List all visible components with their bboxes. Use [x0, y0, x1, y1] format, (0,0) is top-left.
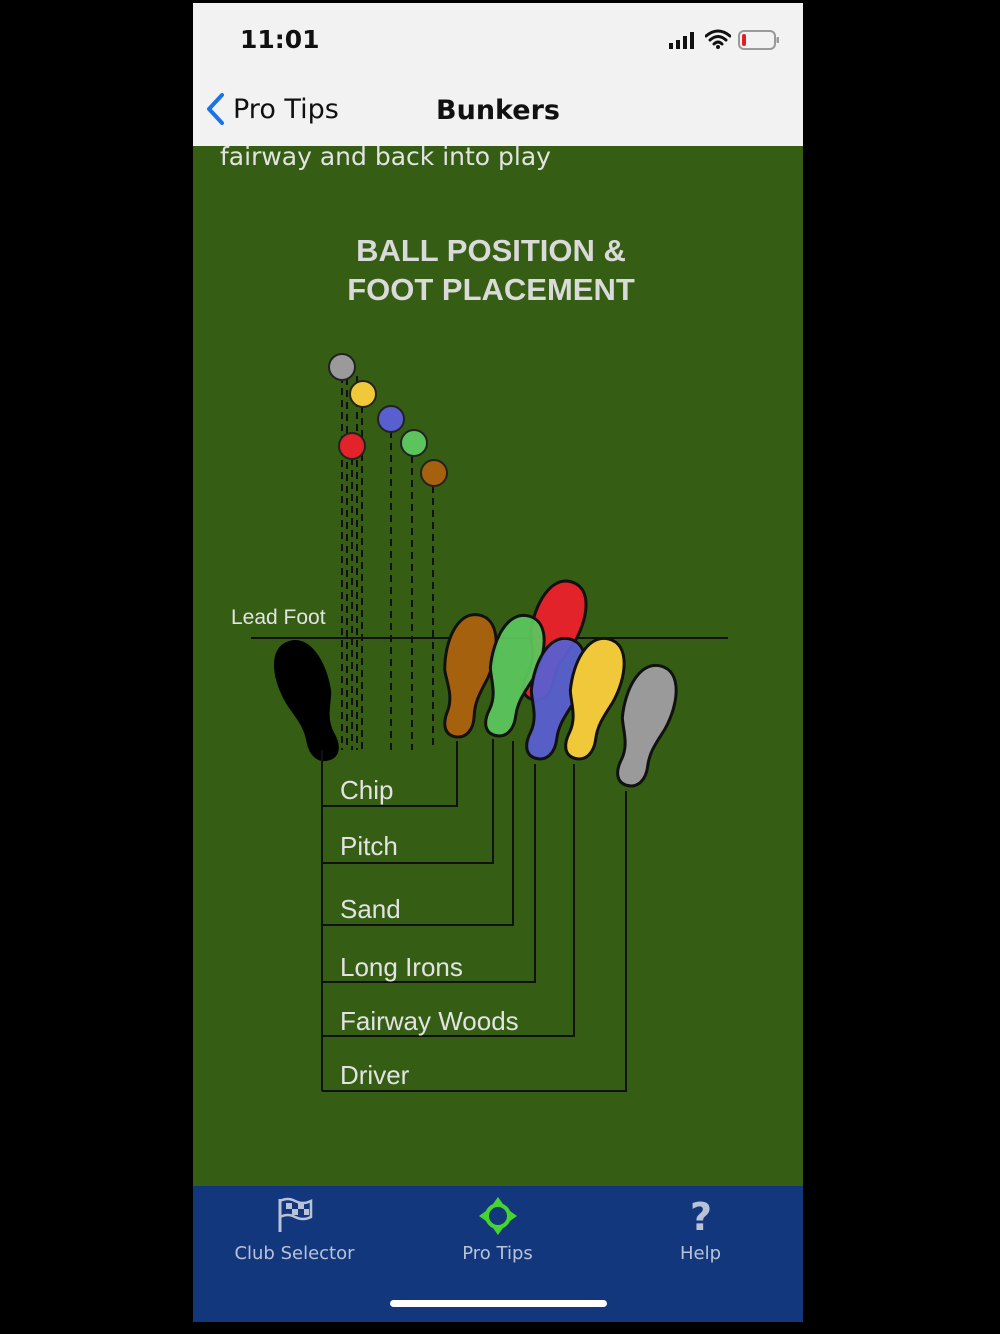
checkered-flag-icon	[278, 1197, 312, 1232]
ball-pitch	[400, 429, 428, 457]
ball-fairway-woods	[349, 380, 377, 408]
tab-club-selector[interactable]: Club Selector	[193, 1186, 396, 1286]
signal-icon	[669, 32, 694, 49]
club-label-fairway-woods: Fairway Woods	[340, 1006, 519, 1036]
diagram-title-line-2: FOOT PLACEMENT	[347, 272, 635, 307]
back-button[interactable]: Pro Tips	[205, 89, 339, 129]
ball-long-irons	[377, 405, 405, 433]
tab-club-selector-label: Club Selector	[234, 1243, 355, 1264]
navigation-bar: Pro Tips Bunkers	[193, 73, 803, 146]
battery-icon	[738, 30, 779, 50]
club-label-chip: Chip	[340, 775, 393, 805]
lead-foot-label: Lead Foot	[231, 606, 326, 629]
svg-text:?: ?	[689, 1196, 711, 1236]
ball-driver	[328, 353, 356, 381]
club-label-pitch: Pitch	[340, 831, 398, 861]
status-bar: 11:01	[193, 3, 803, 73]
club-feet	[430, 572, 685, 794]
lead-foot-shoe	[266, 633, 353, 769]
tab-pro-tips[interactable]: Pro Tips	[396, 1186, 599, 1286]
scroll-content[interactable]: fairway and back into play BALL POSITION…	[193, 146, 803, 1186]
tab-bar: Club Selector Pro Tips ? Help	[193, 1186, 803, 1322]
ball-sand	[338, 432, 366, 460]
home-indicator	[390, 1300, 607, 1307]
club-label-sand: Sand	[340, 894, 401, 924]
tab-help[interactable]: ? Help	[599, 1186, 802, 1286]
crosshair-target-icon	[478, 1197, 517, 1235]
intro-text: fairway and back into play	[220, 146, 551, 171]
wifi-icon	[705, 29, 731, 49]
club-bracket-lines	[321, 739, 627, 1092]
club-labels: Chip Pitch Sand Long Irons Fairway Woods…	[340, 775, 519, 1090]
ball-position-diagram: BALL POSITION & FOOT PLACEMENT	[231, 233, 728, 1092]
tab-pro-tips-label: Pro Tips	[462, 1243, 533, 1264]
phone-screen: 11:01 Pro Tips Bunkers fairway a	[193, 3, 803, 1322]
club-label-driver: Driver	[340, 1060, 410, 1090]
diagram-title-line-1: BALL POSITION &	[356, 233, 626, 268]
back-button-label: Pro Tips	[233, 93, 339, 125]
golf-balls	[328, 353, 448, 487]
tab-help-label: Help	[679, 1243, 722, 1264]
page-title: Bunkers	[436, 95, 560, 126]
club-label-long-irons: Long Irons	[340, 952, 463, 982]
status-time: 11:01	[240, 25, 320, 54]
chevron-left-icon	[207, 93, 224, 125]
ball-chip	[420, 459, 448, 487]
question-mark-icon: ?	[689, 1196, 711, 1236]
